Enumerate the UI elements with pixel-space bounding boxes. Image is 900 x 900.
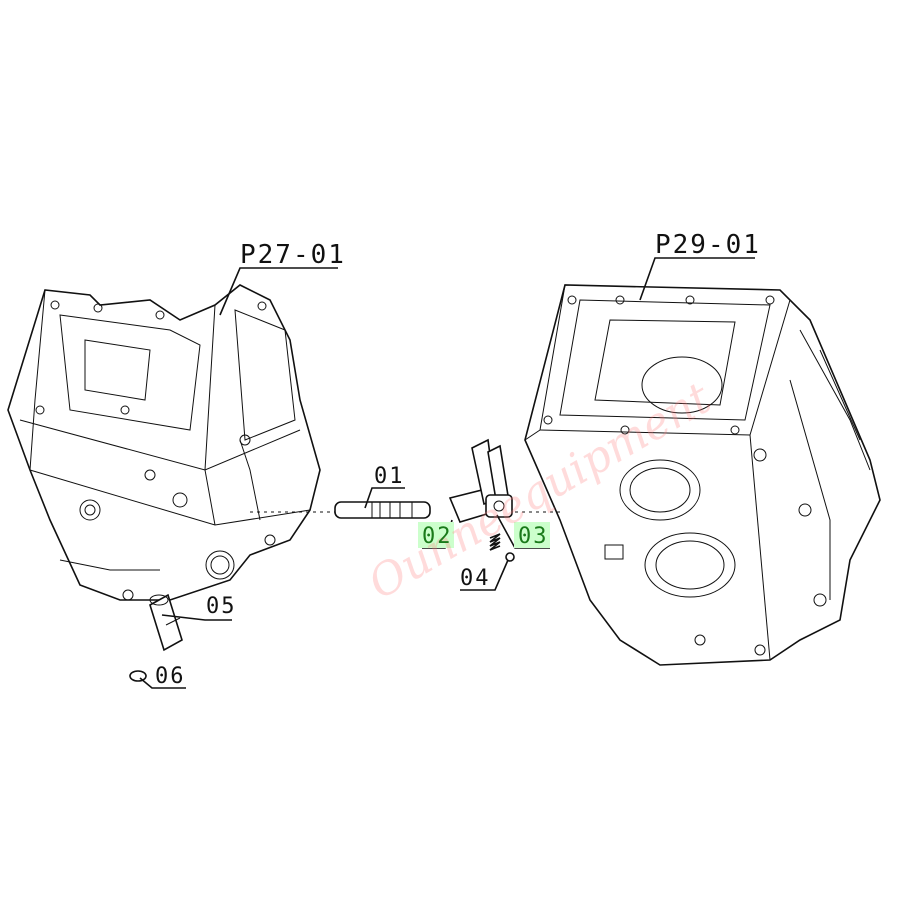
right-gearbox-housing [524, 284, 881, 666]
callout-02: 02 [422, 524, 453, 549]
callout-03: 03 [518, 524, 549, 549]
part-02-shift-fork [448, 438, 513, 523]
callout-01: 01 [374, 464, 405, 489]
part-04-ball [505, 552, 515, 562]
callout-03-highlight [514, 522, 550, 548]
left-gearbox-housing [7, 284, 321, 601]
part-05-pin [149, 593, 183, 652]
leader-lines [139, 257, 755, 689]
callout-02-highlight [418, 522, 454, 548]
part-06-o-ring [129, 670, 147, 682]
callout-p29-01: P29-01 [655, 230, 761, 260]
part-01-shift-rod [334, 501, 431, 519]
part-03-spring [489, 533, 501, 551]
callout-p27-01: P27-01 [240, 240, 346, 270]
callout-05: 05 [206, 594, 237, 619]
callout-06: 06 [155, 664, 186, 689]
callout-04: 04 [460, 566, 491, 591]
